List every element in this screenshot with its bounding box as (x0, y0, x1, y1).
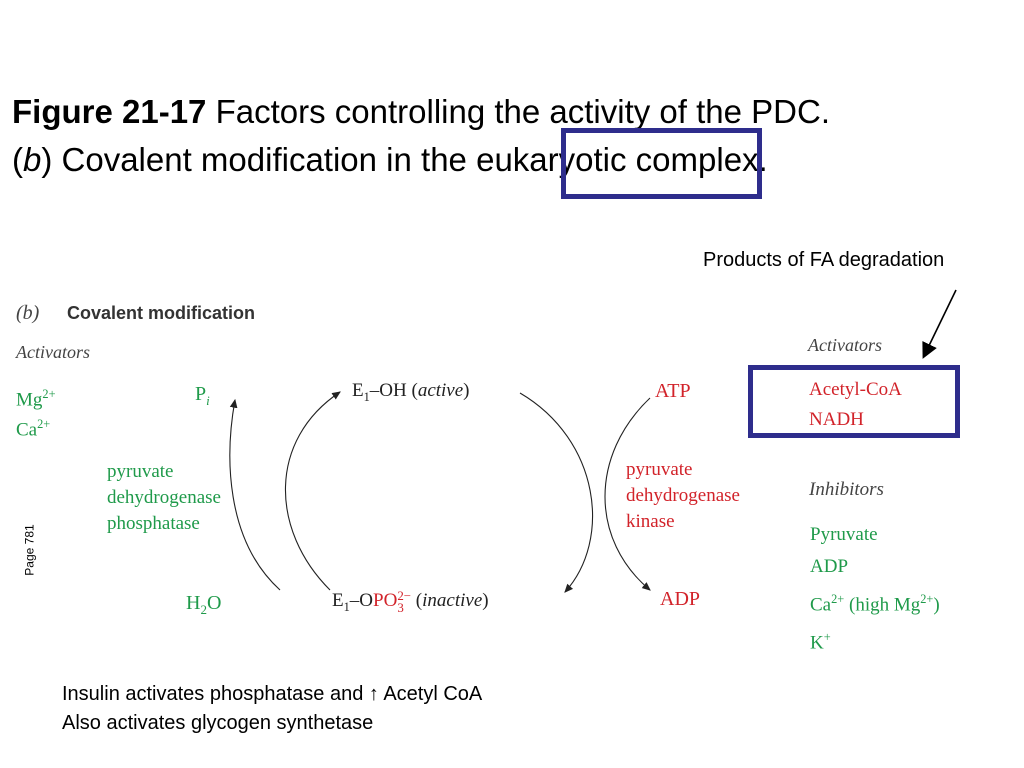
e1i-e: E (332, 590, 344, 611)
activators-highlight-box (748, 365, 960, 438)
inhibitors-list: Pyruvate ADP Ca2+ (high Mg2+) K+ (810, 519, 940, 660)
panel-letter: b (23, 141, 42, 178)
eukaryotic-highlight-box (561, 128, 762, 199)
inhibitor-pyruvate: Pyruvate (810, 524, 878, 545)
activator-nadh: NADH (809, 409, 864, 430)
mg-charge: 2+ (42, 387, 56, 401)
title-line-2: (b) Covalent modification in the eukaryo… (12, 136, 830, 184)
kinase-line-3: kinase (626, 511, 675, 532)
phosphatase-arc-right (284, 391, 341, 591)
h2o-h: H (186, 592, 201, 614)
pi-subscript: i (206, 393, 210, 408)
e1-active-close: ) (463, 380, 470, 401)
e1-active-label: E1–OH (active) (352, 378, 470, 410)
phosphatase-line-3: phosphatase (107, 513, 200, 534)
e1i-sub: 1 (343, 599, 350, 614)
left-activator-mg: Mg2+ (16, 381, 56, 413)
panel-label: (b) (16, 302, 39, 325)
kinase-line-1: pyruvate (626, 459, 693, 480)
h2o-o: O (206, 592, 222, 614)
inhib-k-charge: + (823, 630, 831, 645)
inhib-ca-charge: 2+ (831, 592, 845, 606)
kinase-label: pyruvate dehydrogenase kinase (626, 457, 740, 535)
panel-label-b: (b) (16, 302, 40, 324)
phosphate-po: PO (373, 590, 398, 611)
fa-degradation-annotation: Products of FA degradation (703, 249, 945, 271)
right-activators-header: Activators (808, 335, 882, 355)
figure-number: Figure 21-17 (12, 93, 207, 130)
phosphate-charge: 2−3 (397, 588, 412, 615)
eukaryotic-word: eukaryotic (476, 141, 627, 178)
phosphatase-label: pyruvate dehydrogenase phosphatase (107, 459, 221, 537)
inhib-ca-close: ) (933, 594, 940, 616)
mg-text: Mg (16, 389, 43, 411)
phosphatase-arc-left (229, 398, 281, 591)
inhib-ca: Ca (810, 594, 832, 616)
h2o-sub: 2 (200, 602, 207, 617)
inactive-word: inactive (422, 590, 483, 611)
kinase-arc-left (519, 392, 593, 593)
inhibitor-calcium: Ca2+ (high Mg2+) (810, 583, 940, 621)
note-insulin: Insulin activates phosphatase and ↑ Acet… (62, 683, 483, 705)
inhibitor-adp: ADP (810, 556, 849, 577)
phosphatase-line-1: pyruvate (107, 461, 174, 482)
activator-acetyl-coa: Acetyl-CoA (809, 379, 902, 400)
left-activator-ca: Ca2+ (16, 411, 50, 443)
ca-charge: 2+ (37, 417, 51, 431)
title-text-1: Factors controlling the activity of the … (206, 93, 831, 130)
e1-e: E (352, 380, 364, 401)
inhibitors-header: Inhibitors (809, 479, 884, 500)
phosphatase-line-2: dehydrogenase (107, 487, 221, 508)
adp-label: ADP (660, 588, 701, 610)
right-activators-list: Acetyl-CoA NADH (809, 377, 902, 433)
panel-heading: Covalent modification (67, 303, 256, 323)
water-label: H2O (186, 590, 221, 623)
figure-title: Figure 21-17 Factors controlling the act… (12, 88, 830, 184)
inhibitor-potassium: K+ (810, 621, 940, 659)
e1i-o: –O (349, 590, 374, 611)
phosphate-sub: 3 (397, 599, 404, 615)
inhib-k: K (810, 632, 824, 654)
atp-label: ATP (655, 380, 691, 402)
inhib-mg-charge: 2+ (920, 592, 934, 606)
page-reference: Page 781 (22, 524, 37, 576)
note-glycogen: Also activates glycogen synthetase (62, 712, 374, 734)
title-text-3: complex. (626, 141, 768, 178)
inhib-ca-rest: (high Mg (844, 594, 921, 616)
active-word: active (417, 380, 464, 401)
paren-open: ( (12, 141, 23, 178)
e1-inactive-label: E1–OPO2−3 (inactive) (332, 588, 489, 615)
fa-arrow-line (922, 289, 957, 359)
kinase-line-2: dehydrogenase (626, 485, 740, 506)
e1-sub: 1 (363, 389, 370, 404)
phosphate-sup: 2− (397, 588, 412, 604)
ca-text: Ca (16, 419, 38, 441)
pi-p: P (195, 383, 207, 405)
left-activators-header: Activators (16, 342, 90, 362)
notes-block: Insulin activates phosphatase and ↑ Acet… (62, 680, 482, 738)
pi-label: Pi (195, 381, 210, 414)
title-line-1: Figure 21-17 Factors controlling the act… (12, 88, 830, 136)
title-text-2: ) Covalent modification in the (41, 141, 477, 178)
e1-oh-text: –OH ( (369, 380, 418, 401)
